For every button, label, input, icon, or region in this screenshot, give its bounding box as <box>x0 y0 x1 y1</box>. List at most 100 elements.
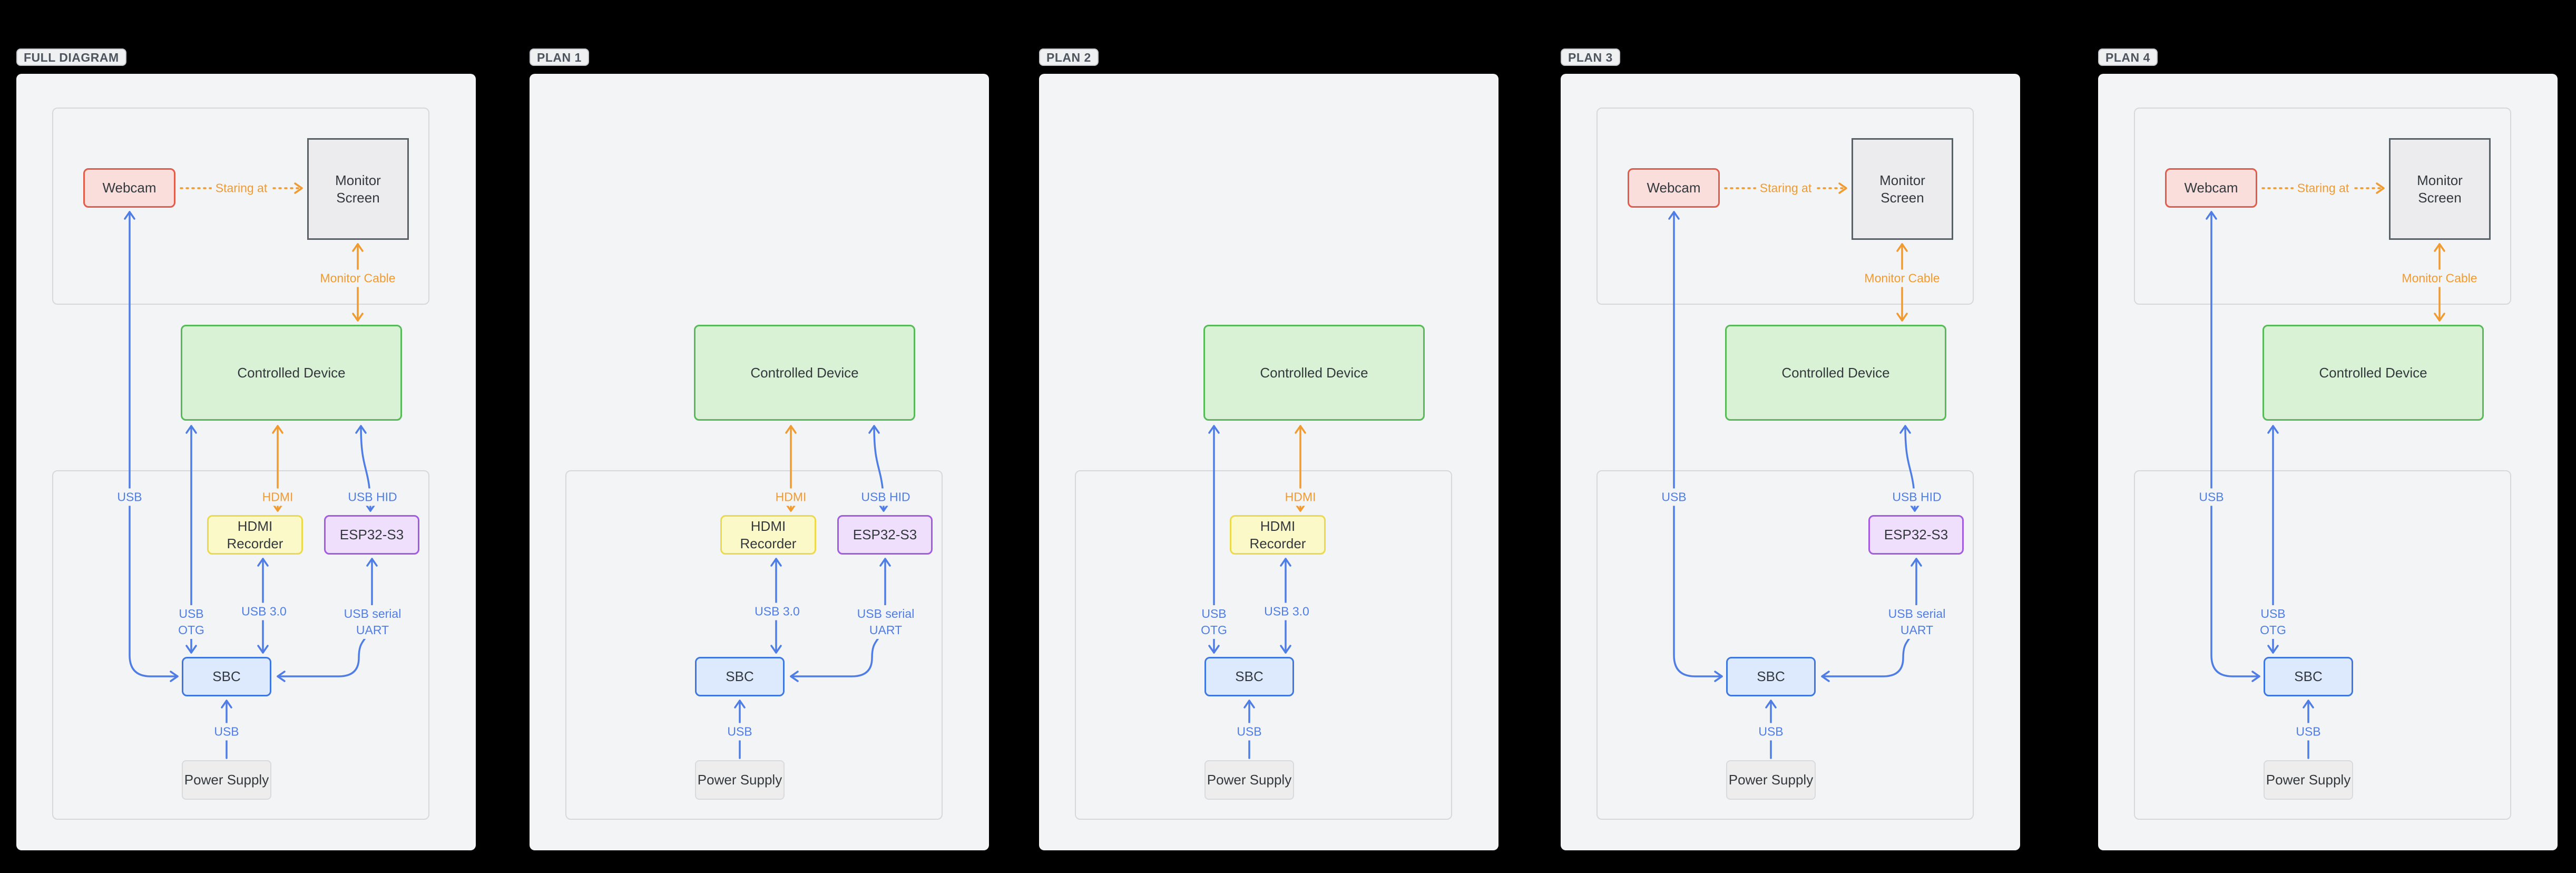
webcam-node-label: Webcam <box>1647 180 1701 196</box>
sbc-node: SBC <box>1726 657 1816 696</box>
power-supply-node-label: Power Supply <box>1207 772 1292 788</box>
sbc-node: SBC <box>1204 657 1294 696</box>
usb-3-edge-label: USB 3.0 <box>751 603 804 620</box>
esp32-s3-node-label: ESP32-S3 <box>853 527 917 543</box>
monitor-screen-node: Monitor Screen <box>1852 138 1953 240</box>
diagram-panel: PLAN 1 HDMI USB HID USB 3.0 USB <box>530 48 989 850</box>
sbc-node: SBC <box>2264 657 2353 696</box>
hdmi-edge-label: HDMI <box>1281 488 1320 506</box>
controlled-device-node-label: Controlled Device <box>750 364 859 381</box>
panel-canvas: HDMI USB HID USB 3.0 USB serial UART USB… <box>530 74 989 850</box>
usb-3-edge-label: USB 3.0 <box>238 603 290 620</box>
staring-at-edge-label: Staring at <box>2293 179 2353 197</box>
esp32-s3-node: ESP32-S3 <box>324 515 419 555</box>
power-supply-node: Power Supply <box>2264 760 2353 800</box>
staring-at-edge-label: Staring at <box>211 179 271 197</box>
hdmi-recorder-node-label: HDMI Recorder <box>227 518 283 551</box>
panel-canvas: HDMI USB OTG USB 3.0 USB Webcam Monitor … <box>1039 74 1498 850</box>
power-supply-node: Power Supply <box>1204 760 1294 800</box>
power-usb-edge-label: USB <box>210 723 243 741</box>
usb-3-edge-label: USB 3.0 <box>1260 603 1313 620</box>
usb-otg-edge-label: USB OTG <box>1193 605 1235 639</box>
power-supply-node-label: Power Supply <box>697 772 782 788</box>
monitor-cable-edge-label: Monitor Cable <box>316 269 399 287</box>
usb-serial-uart-edge-label: USB serial UART <box>334 605 411 639</box>
sbc-node-label: SBC <box>1757 668 1785 685</box>
controller-group <box>1596 470 1974 820</box>
usb-otg-edge-label: USB OTG <box>171 605 212 639</box>
esp32-s3-node-label: ESP32-S3 <box>1884 527 1948 543</box>
webcam-usb-edge-label: USB <box>113 488 146 506</box>
usb-hid-edge-label: USB HID <box>857 488 914 506</box>
usb-serial-uart-edge-label: USB serial UART <box>1878 605 1955 639</box>
physical-setup-group <box>52 108 429 305</box>
webcam-node-label: Webcam <box>102 180 156 196</box>
controlled-device-node: Controlled Device <box>694 325 915 421</box>
esp32-s3-node: ESP32-S3 <box>837 515 933 555</box>
diagram-panel: PLAN 2 HDMI USB OTG USB 3.0 <box>1039 48 1498 850</box>
power-supply-node: Power Supply <box>1726 760 1816 800</box>
hdmi-recorder-node-label: HDMI Recorder <box>1249 518 1306 551</box>
panel-canvas: Staring at Monitor Cable USB USB HID USB… <box>1561 74 2020 850</box>
webcam-node: Webcam <box>2165 168 2257 208</box>
monitor-screen-node: Monitor Screen <box>2389 138 2491 240</box>
sbc-node: SBC <box>182 657 271 696</box>
controlled-device-node-label: Controlled Device <box>1260 364 1368 381</box>
controller-group <box>1075 470 1452 820</box>
hdmi-edge-label: HDMI <box>771 488 810 506</box>
controlled-device-node: Controlled Device <box>181 325 402 421</box>
power-usb-edge-label: USB <box>723 723 756 741</box>
power-usb-edge-label: USB <box>1233 723 1266 741</box>
staring-at-edge-label: Staring at <box>1756 179 1816 197</box>
controlled-device-node-label: Controlled Device <box>1781 364 1890 381</box>
power-usb-edge-label: USB <box>2292 723 2325 741</box>
monitor-screen-node: Monitor Screen <box>307 138 409 240</box>
panel-tag: PLAN 4 <box>2098 48 2158 66</box>
sbc-node: SBC <box>695 657 785 696</box>
power-supply-node-label: Power Supply <box>1728 772 1814 788</box>
diagram-panel: PLAN 4 Staring at Monitor Cable USB USB … <box>2098 48 2558 850</box>
webcam-usb-edge-label: USB <box>2195 488 2228 506</box>
controlled-device-node-label: Controlled Device <box>237 364 346 381</box>
hdmi-recorder-node: HDMI Recorder <box>720 515 816 555</box>
controller-group <box>2134 470 2511 820</box>
controller-group <box>565 470 943 820</box>
hdmi-edge-label: HDMI <box>258 488 297 506</box>
power-supply-node-label: Power Supply <box>184 772 269 788</box>
controlled-device-node: Controlled Device <box>1203 325 1425 421</box>
sbc-node-label: SBC <box>212 668 241 685</box>
power-usb-edge-label: USB <box>1755 723 1787 741</box>
panel-tag: FULL DIAGRAM <box>16 48 126 66</box>
diagram-panel: PLAN 3 Staring at Monitor Cable USB USB … <box>1561 48 2020 850</box>
sbc-node-label: SBC <box>1235 668 1263 685</box>
monitor-cable-edge-label: Monitor Cable <box>2398 269 2481 287</box>
webcam-node-label: Webcam <box>2184 180 2238 196</box>
usb-hid-edge-label: USB HID <box>344 488 401 506</box>
sbc-node-label: SBC <box>2294 668 2323 685</box>
webcam-node: Webcam <box>83 168 175 208</box>
power-supply-node: Power Supply <box>695 760 785 800</box>
usb-otg-edge-label: USB OTG <box>2252 605 2294 639</box>
panel-tag: PLAN 2 <box>1039 48 1099 66</box>
monitor-cable-edge-label: Monitor Cable <box>1860 269 1944 287</box>
panel-canvas: Staring at Monitor Cable USB USB OTG USB… <box>2098 74 2558 850</box>
webcam-usb-edge-label: USB <box>1658 488 1690 506</box>
esp32-s3-node: ESP32-S3 <box>1868 515 1964 555</box>
hdmi-recorder-node-label: HDMI Recorder <box>740 518 797 551</box>
controlled-device-node: Controlled Device <box>2262 325 2484 421</box>
physical-setup-group <box>1596 108 1974 305</box>
esp32-s3-node-label: ESP32-S3 <box>339 527 404 543</box>
usb-hid-edge-label: USB HID <box>1888 488 1945 506</box>
panel-tag: PLAN 1 <box>530 48 589 66</box>
panel-canvas: Staring at Monitor Cable USB HDMI USB HI… <box>16 74 476 850</box>
diagram-panel: FULL DIAGRAM Staring at Monitor Cable US… <box>16 48 476 850</box>
webcam-node: Webcam <box>1628 168 1720 208</box>
controller-group <box>52 470 429 820</box>
controlled-device-node-label: Controlled Device <box>2319 364 2427 381</box>
power-supply-node: Power Supply <box>182 760 271 800</box>
power-supply-node-label: Power Supply <box>2266 772 2351 788</box>
sbc-node-label: SBC <box>726 668 754 685</box>
hdmi-recorder-node: HDMI Recorder <box>1230 515 1326 555</box>
monitor-screen-node-label: Monitor Screen <box>1879 172 1925 206</box>
